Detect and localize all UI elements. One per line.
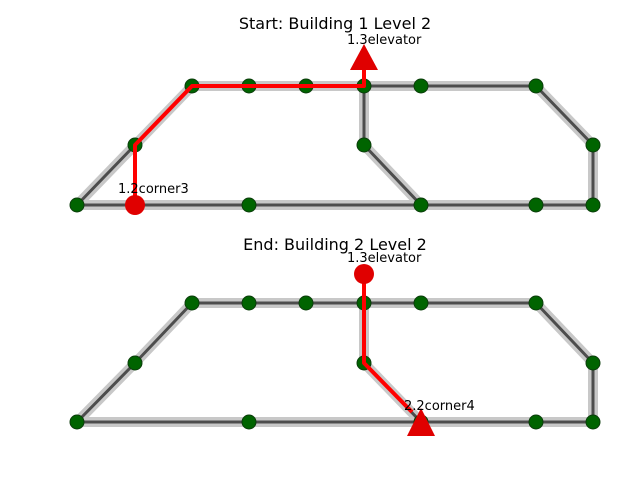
node (528, 78, 544, 94)
route-end-marker (407, 408, 435, 436)
node (69, 414, 85, 430)
route-end-marker (350, 44, 378, 70)
node (585, 197, 601, 213)
corridor-edges (73, 298, 598, 427)
node-label-corner: 2.2corner4 (404, 399, 475, 414)
node (528, 414, 544, 430)
route-path (133, 60, 366, 205)
corridor-line (75, 301, 595, 424)
node-label-corner: 1.2corner3 (118, 182, 189, 197)
panel-start: Start: Building 1 Level 2 1.3e (69, 14, 601, 215)
route-start-marker (354, 264, 374, 284)
node (241, 295, 257, 311)
node (298, 295, 314, 311)
route-path (362, 274, 414, 414)
node (127, 355, 143, 371)
corridor-line (362, 86, 423, 207)
node (528, 295, 544, 311)
node (69, 197, 85, 213)
node-label-elevator: 1.3elevator (347, 251, 422, 266)
node-label-elevator: 1.3elevator (347, 33, 422, 48)
node (184, 295, 200, 311)
node (356, 137, 372, 153)
node (585, 414, 601, 430)
node (413, 295, 429, 311)
node (528, 197, 544, 213)
node (241, 197, 257, 213)
node (413, 197, 429, 213)
panel-title-end: End: Building 2 Level 2 (243, 235, 427, 254)
panel-title-start: Start: Building 1 Level 2 (239, 14, 431, 33)
corridor-halo (73, 298, 598, 427)
node (585, 355, 601, 371)
route-start-marker (125, 195, 145, 215)
node (585, 137, 601, 153)
corridor-halo (359, 86, 425, 209)
node (241, 414, 257, 430)
panel-end: End: Building 2 Level 2 1.3ele (69, 235, 601, 436)
node (413, 78, 429, 94)
nodes (69, 295, 601, 430)
